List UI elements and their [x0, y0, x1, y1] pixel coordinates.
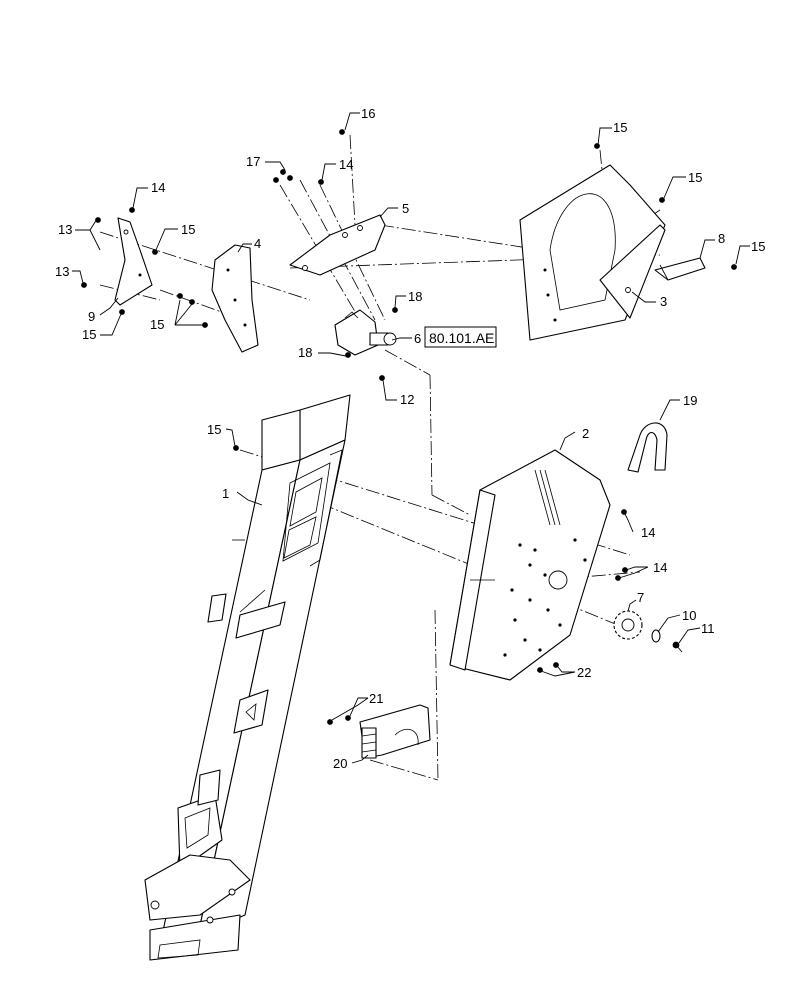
callout-20: 20: [333, 756, 347, 771]
callout-21: 21: [369, 691, 383, 706]
reference-box-80-101-ae[interactable]: 80.101.AE: [424, 326, 497, 348]
callout-16: 16: [361, 106, 375, 121]
callout-9: 9: [88, 309, 95, 324]
part-9-left-bracket: [114, 217, 153, 306]
callout-14-top: 14: [339, 157, 353, 172]
callout-13-lower: 13: [55, 264, 69, 279]
part-10-washer: [651, 629, 661, 643]
callout-14-right-upper: 14: [641, 525, 655, 540]
callout-17: 17: [246, 154, 260, 169]
hardware-fasteners: [81, 129, 737, 725]
callout-8: 8: [718, 231, 725, 246]
part-2-drive-housing: [449, 449, 611, 681]
callout-22: 22: [577, 665, 591, 680]
part-11-bolt: [672, 641, 683, 653]
callout-7: 7: [637, 590, 644, 605]
callout-15-left-lower: 15: [82, 327, 96, 342]
callout-18-upper: 18: [408, 289, 422, 304]
callout-14-right-lower: 14: [653, 560, 667, 575]
part-3-fan-housing: [519, 164, 666, 341]
callout-10: 10: [682, 608, 696, 623]
callout-18-lower: 18: [298, 345, 312, 360]
part-1-elevator-tube: [144, 394, 351, 961]
callout-13-upper: 13: [58, 222, 72, 237]
callout-11: 11: [701, 621, 715, 636]
part-6-bearing-assembly: [334, 309, 397, 356]
callout-19: 19: [683, 393, 697, 408]
callout-15-tube: 15: [207, 422, 221, 437]
callout-3: 3: [660, 294, 667, 309]
callout-leader-lines: [72, 112, 750, 764]
callout-15-upper-right: 15: [688, 170, 702, 185]
callout-1: 1: [222, 486, 229, 501]
callout-5: 5: [402, 201, 409, 216]
part-19-u-bolt: [627, 422, 668, 473]
callout-14-left: 14: [151, 180, 165, 195]
part-4-bracket-plate: [211, 244, 259, 353]
part-7-sprocket: [613, 610, 643, 640]
callout-15-left-middle: 15: [150, 317, 164, 332]
callout-15-top: 15: [613, 120, 627, 135]
callout-12: 12: [400, 392, 414, 407]
part-5-upper-bracket: [289, 214, 386, 276]
callout-15-right: 15: [751, 239, 765, 254]
part-20-mounting-plate: [359, 704, 431, 759]
reference-box-label: 80.101.AE: [429, 330, 494, 346]
part-8-small-bracket: [654, 257, 706, 281]
callout-15-left-upper: 15: [181, 222, 195, 237]
callout-labels: 1 2 3 4 5 6 7 8 9 10 11 12 13 13 14 14 1…: [55, 106, 765, 771]
callout-6: 6: [414, 331, 421, 346]
callout-4: 4: [254, 236, 261, 251]
callout-2: 2: [582, 426, 589, 441]
